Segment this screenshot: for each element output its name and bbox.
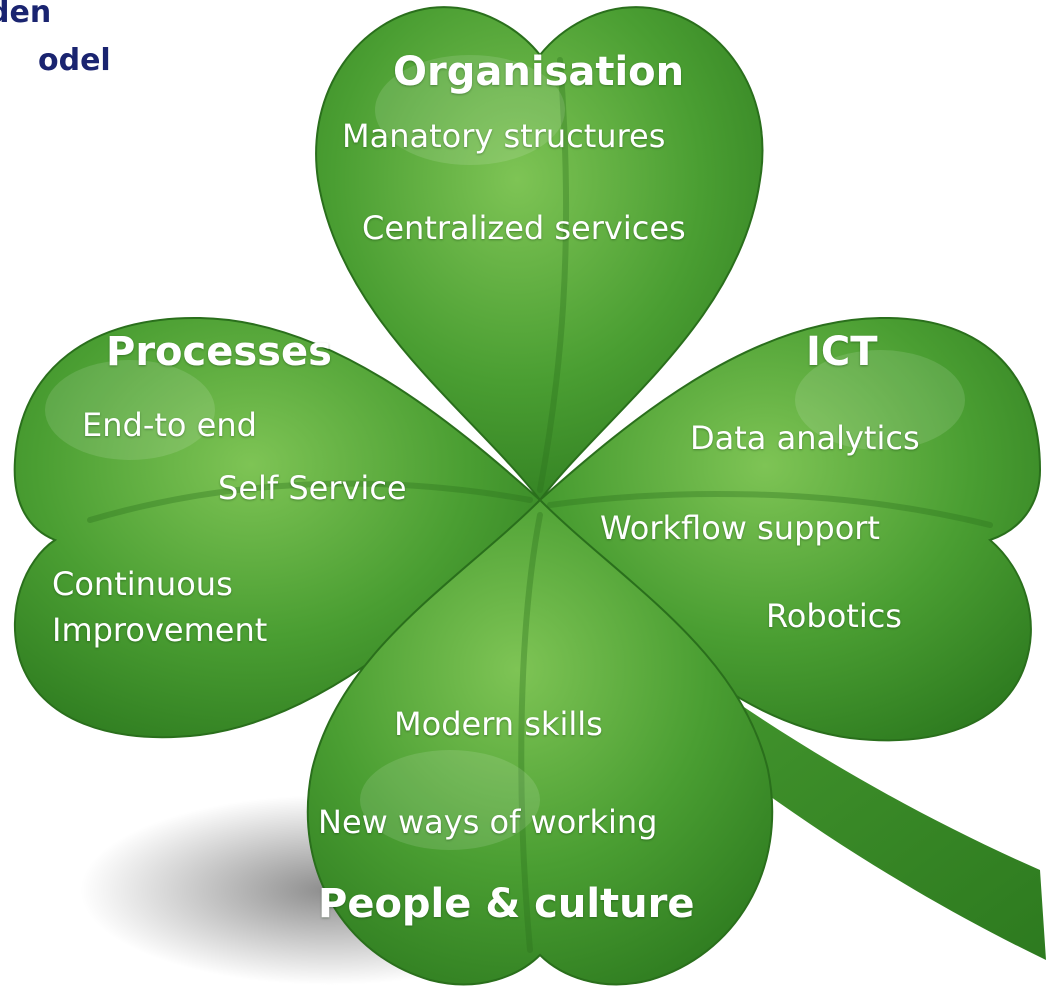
vein-ict [547,491,993,528]
ict-heading: ICT [806,329,878,375]
leaf-highlights [45,55,965,850]
leaf-people [306,498,774,986]
leaf-organisation [315,6,764,502]
vein-organisation [537,57,570,493]
processes-item-4: Improvement [52,611,268,649]
organisation-item-1: Manatory structures [342,117,666,155]
vein-processes [87,480,533,523]
people-heading: People & culture [318,881,695,927]
corner-title-line1: den [0,0,52,30]
leaf-veins [87,57,993,953]
vein-people [518,512,543,953]
processes-item-3: Continuous [52,565,233,603]
highlight-processes [45,360,215,460]
processes-item-2: Self Service [218,469,407,507]
corner-title-line2: odel [38,43,111,78]
organisation-item-2: Centralized services [362,209,686,247]
clover-leaves [13,6,1042,986]
ict-item-1: Data analytics [690,419,920,457]
processes-item-1: End-to end [82,406,257,444]
highlight-people [360,750,540,850]
people-item-1: Modern skills [394,705,603,743]
corner-title: den odel [0,0,150,90]
ict-item-2: Workflow support [600,509,880,547]
people-item-2: New ways of working [318,803,658,841]
highlight-ict [795,350,965,450]
organisation-heading: Organisation [393,49,685,95]
ict-item-3: Robotics [766,597,902,635]
processes-heading: Processes [106,329,332,375]
highlight-organisation [375,55,565,165]
